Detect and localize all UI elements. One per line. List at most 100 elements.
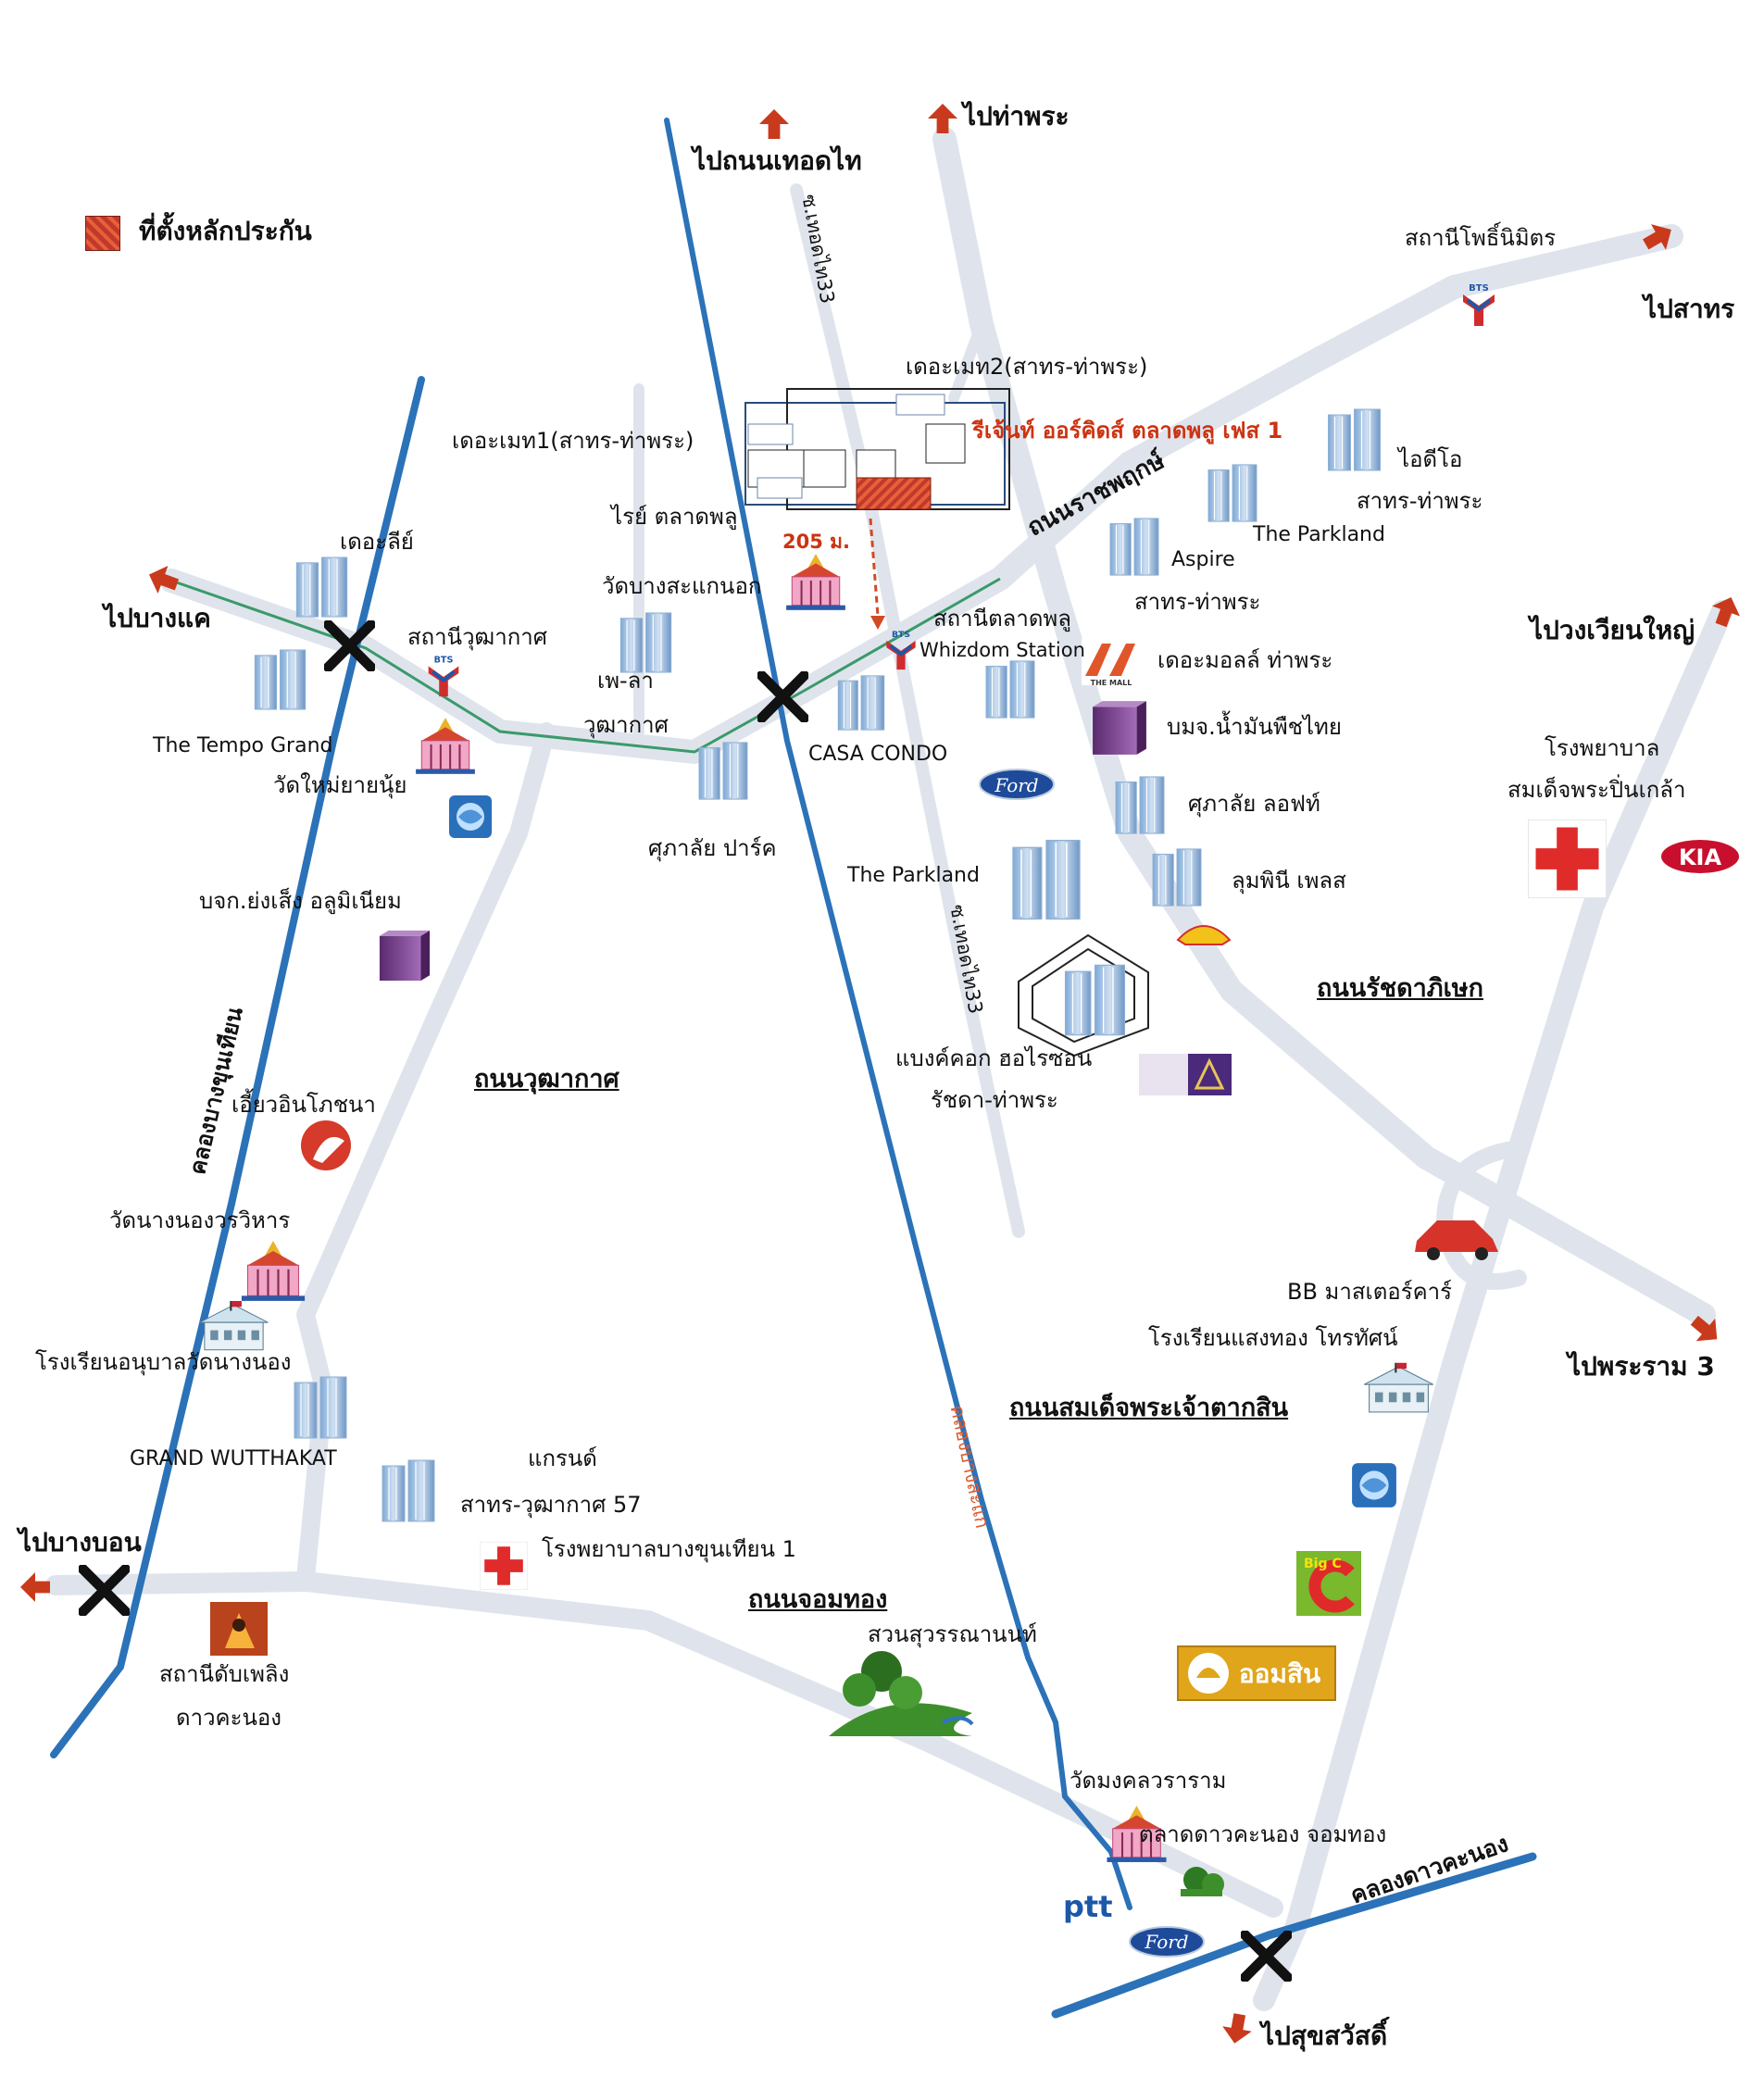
rise-label: ไรย์ ตลาดพลู [611, 504, 738, 530]
gsb-text: ออมสิน [1239, 1658, 1320, 1689]
hospital-taksin-sub-label: สมเด็จพระปิ่นเกล้า [1508, 777, 1686, 803]
road-somdet-taksin [948, 319, 987, 404]
tower-icon [295, 557, 348, 618]
pho-nimit-label: สถานีโพธิ์นิมิตร [1405, 225, 1557, 251]
aspire-label: Aspire [1171, 548, 1235, 571]
dest-thoet-thai: ไปถนนเทอดไท [693, 145, 862, 176]
the-lui-label: เดอะลีย์ [340, 529, 414, 555]
road-wutthakat-label: ถนนวุฒากาศ [474, 1065, 619, 1094]
property-collateral [856, 477, 932, 510]
ptt-text: ptt [1063, 1889, 1113, 1924]
parkland-label: The Parkland [1253, 523, 1385, 546]
temple-icon [785, 554, 846, 611]
pe-la-sub-label: วุฒากาศ [583, 712, 669, 738]
bb-master-label: BB มาสเตอร์คาร์ [1287, 1279, 1453, 1305]
shell-logo-icon [1176, 925, 1232, 945]
canals [50, 118, 1537, 2019]
road-soi-thoet-thai-33 [790, 183, 1025, 1238]
tower-icon [698, 742, 748, 800]
dest-suk-sawat: ไปสุขสวัสดิ์ [1261, 2020, 1388, 2051]
dest-bang-khae: ไปบางแค [104, 603, 211, 633]
wat-nang-nong-label: วัดนางนองวรวิหาร [109, 1207, 291, 1233]
wat-mongkhon-label: วัดมงคลวราราม [1070, 1768, 1227, 1794]
park-icon [829, 1651, 974, 1736]
tempo-label: The Tempo Grand [153, 734, 333, 757]
bangkok-horizon-label: แบงค์คอก ฮอไรซอน [895, 1045, 1093, 1071]
temple-icon [240, 1241, 307, 1302]
tower-icon [382, 1459, 435, 1522]
school-nang-nong-label: โรงเรียนอนุบาลวัดนางนอง [35, 1349, 292, 1375]
horizon-outline [1018, 933, 1149, 1057]
dest-sathon: ไปสาทร [1644, 294, 1735, 324]
shell-station-icon [301, 1120, 351, 1170]
tree-icon [1181, 1867, 1224, 1896]
the-mall-text: THE MALL [1091, 679, 1132, 687]
grand-wutthakat-label: GRAND WUTTHAKAT [130, 1447, 337, 1470]
kia-logo-icon: KIA [1661, 840, 1739, 873]
dest-bang-bon: ไปบางบอน [19, 1527, 142, 1557]
dest-wongwian-yai: ไปวงเวียนใหญ่ [1530, 615, 1695, 645]
bank-globe-icon [1352, 1463, 1396, 1507]
wat-bang-sakae-label: วัดบางสะแกนอก [602, 573, 762, 599]
bigc-logo-icon: Big C [1296, 1551, 1361, 1616]
road-ratchada [1253, 600, 1733, 2011]
the-met2-label: เดอะเมท2(สาทร-ท่าพระ) [906, 354, 1148, 380]
wat-mai-label: วัดใหม่ยายนุ้ย [273, 772, 407, 798]
pe-la-label: เพ-ลา [597, 668, 654, 694]
aspire-sub-label: สาทร-ท่าพระ [1134, 589, 1261, 615]
yong-seng-label: บจก.ย่งเส็ง อลูมิเนียม [199, 888, 402, 914]
tower-icon [1109, 518, 1159, 576]
school-icon [1363, 1362, 1434, 1413]
factory-icon [379, 930, 431, 982]
tower-icon [294, 1376, 347, 1439]
dao-khanong-market-label: ตลาดดาวคะนอง จอมทอง [1139, 1821, 1387, 1847]
the-met1-label: เดอะเมท1(สาทร-ท่าพระ) [452, 428, 694, 454]
parkland2-label: The Parkland [847, 864, 980, 887]
wutthakat-station-label: สถานีวุฒากาศ [407, 624, 547, 650]
fire-station-icon [210, 1602, 268, 1656]
kia-text: KIA [1679, 844, 1722, 870]
buildings [254, 394, 1382, 1522]
scb-logo-icon [1139, 1054, 1232, 1095]
fire-station-sub-label: ดาวคะนอง [176, 1705, 282, 1731]
hospital-cross-icon [480, 1542, 528, 1590]
car-icon [1415, 1220, 1498, 1260]
the-mall-logo-icon: THE MALL [1082, 639, 1139, 687]
road-ratchada-label: ถนนรัชดาภิเษก [1317, 974, 1483, 1003]
arrow-up-icon [928, 104, 957, 133]
thai-oil-label: บมจ.น้ำมันพืชไทย [1167, 714, 1342, 740]
tower-icon [1115, 776, 1165, 834]
the-mall-label: เดอะมอลล์ ท่าพระ [1157, 647, 1333, 673]
road-chom-thong-label: ถนนจอมทอง [748, 1585, 888, 1614]
tower-icon [837, 675, 885, 731]
met-buildings [747, 394, 945, 499]
supalai-park-label: ศุภาลัย ปาร์ค [648, 835, 777, 861]
casa-label: CASA CONDO [808, 743, 948, 766]
grand-sub-label: สาทร-วุฒากาศ 57 [460, 1492, 642, 1518]
ptt-logo-icon: ptt [1063, 1889, 1113, 1924]
ideo-label: ไอดีโอ [1398, 446, 1463, 472]
hospital-cross-icon [1528, 819, 1607, 898]
tower-icon [1152, 848, 1202, 907]
gsb-logo-icon: ออมสิน [1177, 1645, 1336, 1701]
arrow-left-icon [20, 1572, 50, 1602]
tower-icon [254, 649, 307, 710]
canal-bang-khun-thian [50, 376, 425, 1758]
factory-icon [1093, 701, 1146, 755]
dest-tha-phra: ไปท่าพระ [963, 101, 1070, 131]
fire-station-label: สถานีดับเพลิง [159, 1661, 290, 1687]
tower-icon [985, 660, 1035, 719]
road-taksin-label: ถนนสมเด็จพระเจ้าตากสิน [1009, 1394, 1289, 1422]
ford-logo-icon: Ford [979, 769, 1055, 800]
bts-line [170, 577, 1001, 754]
arrow-down-icon [1220, 2011, 1255, 2046]
regent-label: รีเจ้นท์ ออร์คิดส์ ตลาดพลู เฟส 1 [972, 418, 1283, 444]
bigc-text: Big C [1304, 1557, 1342, 1571]
whizdom-label: Whizdom Station [920, 639, 1085, 661]
sang-thong-label: โรงเรียนแสงทอง โทรทัศน์ [1148, 1325, 1398, 1351]
hospital-bkt-label: โรงพยาบาลบางขุนเทียน 1 [542, 1536, 796, 1562]
ford-text: Ford [1144, 1931, 1188, 1953]
tower-icon [1207, 464, 1257, 522]
hospital-taksin-label: โรงพยาบาล [1545, 735, 1660, 761]
canal-dao-khanong [1051, 1852, 1537, 2019]
